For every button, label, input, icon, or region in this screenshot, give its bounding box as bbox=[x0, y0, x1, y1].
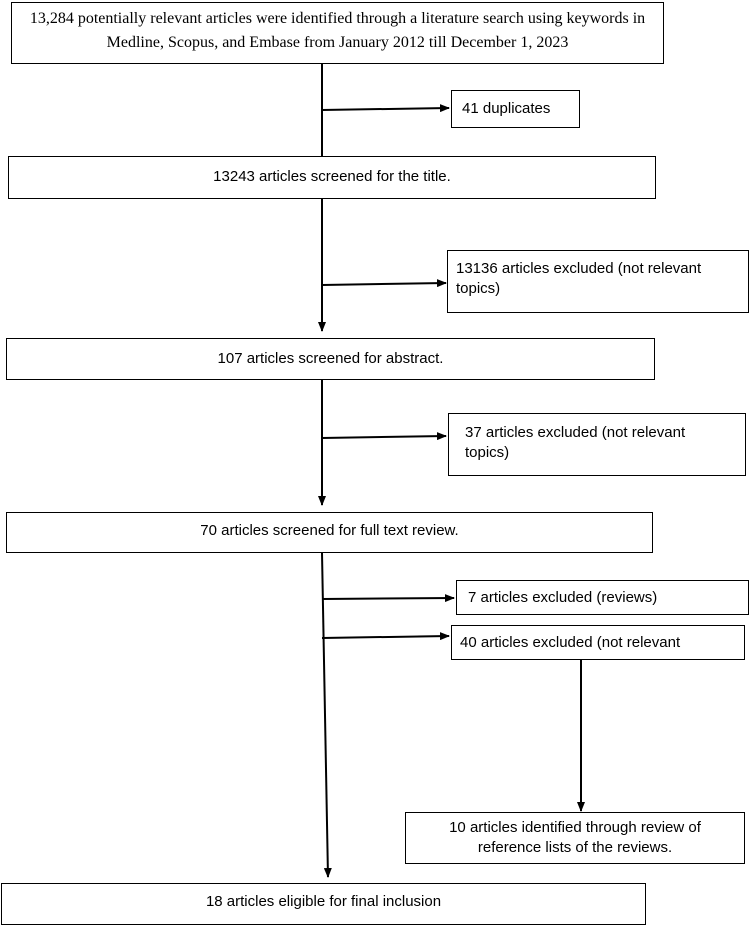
box-title-screened: 13243 articles screened for the title. bbox=[8, 156, 656, 199]
box-excluded-title: 13136 articles excluded (not relevant to… bbox=[447, 250, 749, 313]
arrow-to-excluded-reviews bbox=[321, 594, 455, 603]
arrow-to-excluded-fulltext bbox=[321, 632, 450, 641]
box-reference-lists: 10 articles identified through review of… bbox=[405, 812, 745, 864]
box-abstract-screened: 107 articles screened for abstract. bbox=[6, 338, 655, 380]
box-identified: 13,284 potentially relevant articles wer… bbox=[11, 2, 664, 64]
arrow-to-excluded-abstract bbox=[321, 432, 447, 441]
box-duplicates: 41 duplicates bbox=[451, 90, 580, 128]
box-excluded-fulltext: 40 articles excluded (not relevant bbox=[451, 625, 745, 660]
arrow-to-duplicates bbox=[321, 104, 450, 113]
box-final-inclusion: 18 articles eligible for final inclusion bbox=[1, 883, 646, 925]
spine-line-4 bbox=[321, 552, 332, 878]
box-fulltext-screened: 70 articles screened for full text revie… bbox=[6, 512, 653, 553]
arrow-to-excluded-title bbox=[321, 279, 447, 288]
box-excluded-reviews: 7 articles excluded (reviews) bbox=[456, 580, 749, 615]
box-excluded-abstract: 37 articles excluded (not relevant topic… bbox=[448, 413, 746, 476]
